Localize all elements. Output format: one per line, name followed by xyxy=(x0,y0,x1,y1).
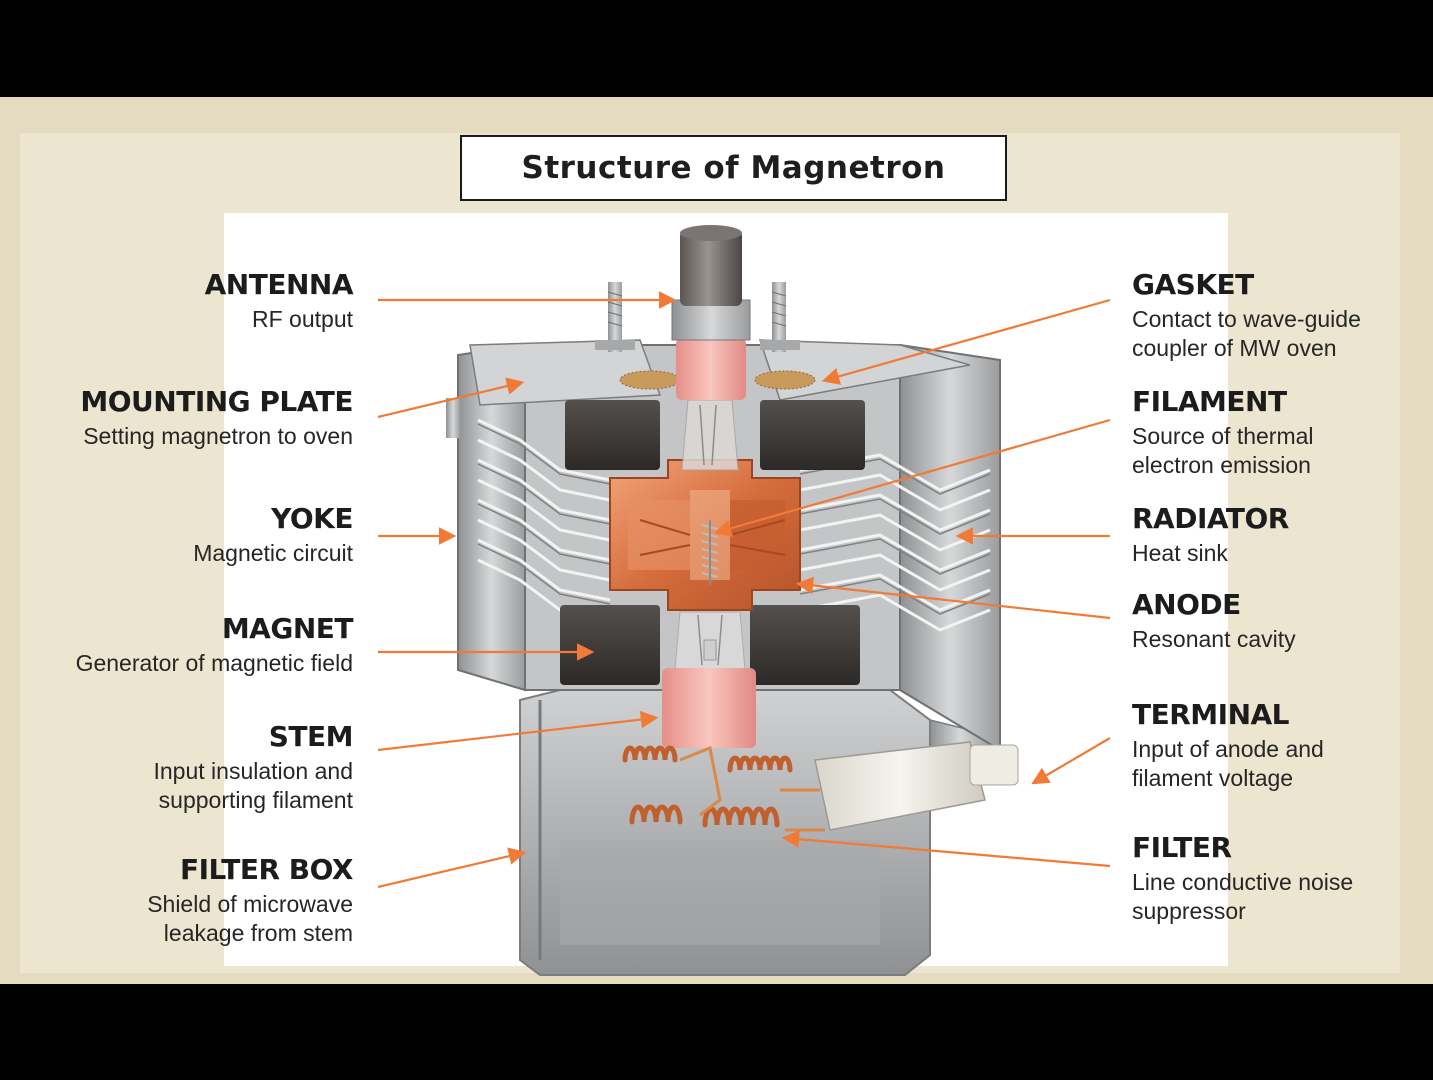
label-yoke-name: YOKE xyxy=(271,502,353,535)
label-filter-desc-2: suppressor xyxy=(1132,898,1246,924)
arrow-mounting-plate xyxy=(377,377,525,419)
label-terminal-desc-2: filament voltage xyxy=(1132,765,1294,791)
label-terminal-name: TERMINAL xyxy=(1132,698,1290,731)
arrow-filter xyxy=(781,830,1111,868)
page-title: Structure of Magnetron xyxy=(521,150,946,186)
stem-ceramic xyxy=(662,668,756,748)
label-filter-box-desc-2: leakage from stem xyxy=(163,920,353,946)
label-magnet-name: MAGNET xyxy=(221,612,354,645)
label-filament-desc-1: Source of thermal xyxy=(1132,423,1314,449)
label-radiator-name: RADIATOR xyxy=(1132,502,1289,535)
label-anode-name: ANODE xyxy=(1132,588,1241,621)
label-gasket-desc-1: Contact to wave-guide xyxy=(1132,306,1361,332)
arrow-filament xyxy=(713,418,1111,537)
label-terminal-desc-1: Input of anode and xyxy=(1132,736,1324,762)
magnet-lower-right xyxy=(750,605,860,685)
filter-leads xyxy=(679,745,825,832)
label-gasket-desc-2: coupler of MW oven xyxy=(1132,335,1337,361)
label-anode: ANODE Resonant cavity xyxy=(1132,591,1296,654)
terminal-capacitor xyxy=(814,741,1019,831)
label-magnet-desc-1: Generator of magnetic field xyxy=(75,650,353,676)
arrow-filter-box xyxy=(377,847,527,889)
label-gasket: GASKET Contact to wave-guide coupler of … xyxy=(1132,271,1361,363)
label-magnet: MAGNET Generator of magnetic field xyxy=(75,612,354,678)
label-filter: FILTER Line conductive noise suppressor xyxy=(1132,834,1353,926)
radiator-fins-left-shadow xyxy=(477,423,611,605)
label-mounting-plate: MOUNTING PLATE Setting magnetron to oven xyxy=(80,388,353,451)
label-filter-box-desc-1: Shield of microwave xyxy=(147,891,353,917)
label-terminal: TERMINAL Input of anode and filament vol… xyxy=(1132,701,1324,793)
gasket-mesh xyxy=(619,370,816,390)
arrow-stem xyxy=(377,710,659,752)
label-filter-box-name: FILTER BOX xyxy=(179,853,354,886)
filament-helix xyxy=(701,520,719,585)
magnet-upper-right xyxy=(760,400,865,470)
lower-glass xyxy=(674,611,746,671)
magnet-upper-left xyxy=(565,400,660,470)
label-filament-name: FILAMENT xyxy=(1132,385,1287,418)
label-filament: FILAMENT Source of thermal electron emis… xyxy=(1132,388,1314,480)
magnet-lower-left xyxy=(560,605,660,685)
label-yoke-desc-1: Magnetic circuit xyxy=(193,540,353,566)
label-anode-desc-1: Resonant cavity xyxy=(1132,626,1296,652)
label-stem: STEM Input insulation and supporting fil… xyxy=(154,723,354,815)
label-mounting-plate-desc-1: Setting magnetron to oven xyxy=(83,423,353,449)
label-filter-box: FILTER BOX Shield of microwave leakage f… xyxy=(147,856,353,948)
leader-arrows xyxy=(377,291,1111,889)
label-stem-desc-1: Input insulation and xyxy=(153,758,354,784)
label-stem-name: STEM xyxy=(268,720,354,753)
anode-block xyxy=(609,459,801,611)
label-stem-desc-2: supporting filament xyxy=(158,787,353,813)
label-radiator: RADIATOR Heat sink xyxy=(1132,505,1289,568)
label-antenna-desc-1: RF output xyxy=(252,306,353,332)
antenna-assembly xyxy=(671,225,751,400)
label-mounting-plate-name: MOUNTING PLATE xyxy=(80,385,353,418)
label-antenna-name: ANTENNA xyxy=(204,268,354,301)
label-filter-name: FILTER xyxy=(1132,831,1232,864)
label-antenna: ANTENNA RF output xyxy=(204,268,354,334)
label-yoke: YOKE Magnetic circuit xyxy=(193,505,353,568)
title-box: Structure of Magnetron xyxy=(460,135,1007,201)
arrow-terminal xyxy=(1031,737,1111,785)
filter-coils xyxy=(622,745,793,828)
arrow-gasket xyxy=(821,298,1111,385)
label-radiator-desc-1: Heat sink xyxy=(1132,540,1228,566)
arrow-anode xyxy=(795,576,1111,620)
upper-glass xyxy=(681,399,739,471)
label-filter-desc-1: Line conductive noise xyxy=(1132,869,1354,895)
label-filament-desc-2: electron emission xyxy=(1132,452,1311,478)
label-gasket-name: GASKET xyxy=(1132,268,1254,301)
